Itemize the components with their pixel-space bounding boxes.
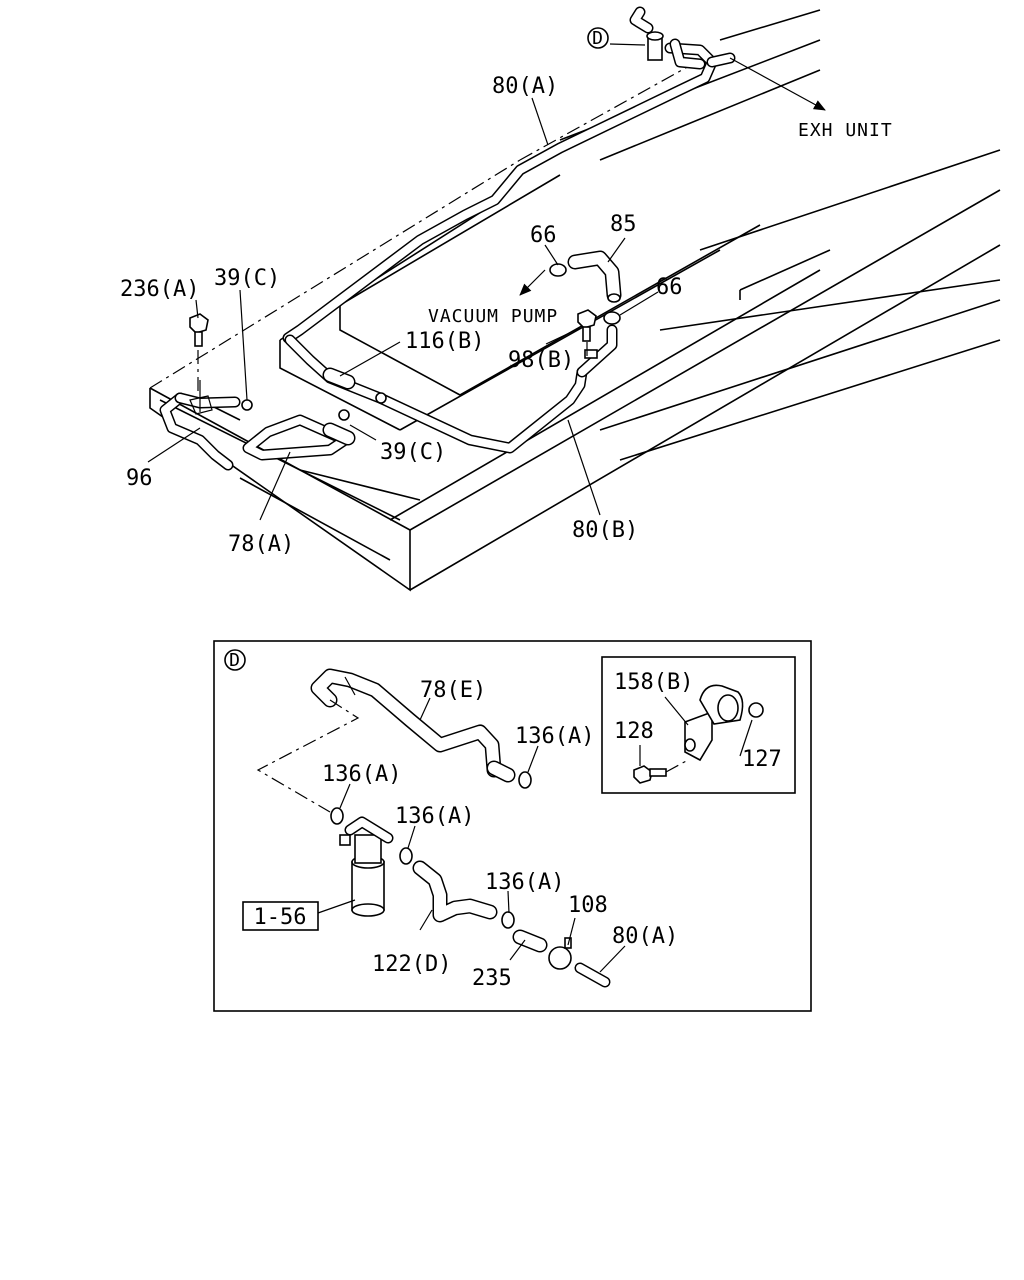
nut-127 [748, 702, 764, 718]
label-66-top: 66 [530, 223, 557, 248]
hose-78e [310, 668, 516, 783]
pipe-80a [282, 42, 736, 344]
label-136a-1: 136(A) [515, 724, 594, 749]
label-136a-4: 136(A) [485, 870, 564, 895]
label-116b: 116(B) [405, 329, 484, 354]
frame-structure [149, 9, 1001, 592]
bracket-96 [189, 380, 213, 415]
label-235: 235 [472, 966, 512, 991]
label-108: 108 [568, 893, 608, 918]
label-128: 128 [614, 719, 654, 744]
hose-78a [242, 414, 356, 461]
detail-d-panel: D [213, 640, 812, 1012]
leader-lines-upper [147, 43, 826, 521]
bolt-98b [577, 309, 598, 359]
label-1-56: 1-56 [254, 905, 307, 930]
clip-39c-mid [338, 392, 387, 421]
label-39c-top: 39(C) [214, 266, 280, 291]
hose-96 [159, 392, 241, 471]
clip-108 [548, 937, 572, 970]
clamp-136a-2 [330, 807, 344, 825]
label-236a: 236(A) [120, 277, 199, 302]
vacuum-pump-label: VACUUM PUMP [428, 306, 558, 327]
label-80a: 80(A) [492, 74, 558, 99]
label-122d: 122(D) [372, 952, 451, 977]
pipe-80b [284, 324, 618, 454]
label-80a-detail: 80(A) [612, 924, 678, 949]
clamp-66-top [549, 263, 567, 277]
label-136a-3: 136(A) [395, 804, 474, 829]
label-158b: 158(B) [614, 670, 693, 695]
hose-116b [322, 367, 356, 390]
callout-d-marker: D [587, 27, 609, 49]
labels-upper: EXH UNIT 80(A) 66 85 66 VACUUM PUMP 236(… [120, 74, 893, 557]
clamp-136a-1 [518, 771, 532, 789]
canister-1-56 [339, 816, 394, 917]
clamp-66-right [603, 311, 621, 325]
bolt-236a [189, 313, 209, 347]
clamp-136a-3 [399, 847, 413, 865]
inset-bracket-box [601, 656, 796, 794]
hose-122d [412, 860, 498, 923]
clamp-136a-4 [501, 911, 515, 929]
connector-235 [512, 929, 548, 953]
label-136a-2: 136(A) [322, 762, 401, 787]
ref-box-1-56: 1-56 [242, 901, 319, 931]
label-96: 96 [126, 466, 153, 491]
label-66-right: 66 [656, 275, 683, 300]
detail-d-marker: D [229, 650, 241, 671]
label-127: 127 [742, 747, 782, 772]
label-98b: 98(B) [508, 348, 574, 373]
clip-39c-top [241, 399, 253, 411]
bolt-128 [633, 765, 667, 784]
label-78a: 78(A) [228, 532, 294, 557]
label-39c-mid: 39(C) [380, 440, 446, 465]
label-80b: 80(B) [572, 518, 638, 543]
label-78e: 78(E) [420, 678, 486, 703]
leader-lines-detail [256, 696, 753, 973]
callout-d-label: D [592, 28, 604, 49]
pipe-80a-end [574, 962, 611, 988]
valve-top [629, 6, 706, 70]
exh-unit-label: EXH UNIT [798, 120, 893, 141]
label-85: 85 [610, 212, 637, 237]
hose-85 [567, 250, 622, 303]
bracket-158b [684, 684, 744, 762]
labels-detail: 78(E) 136(A) 136(A) 136(A) 136(A) 158(B)… [322, 670, 782, 991]
